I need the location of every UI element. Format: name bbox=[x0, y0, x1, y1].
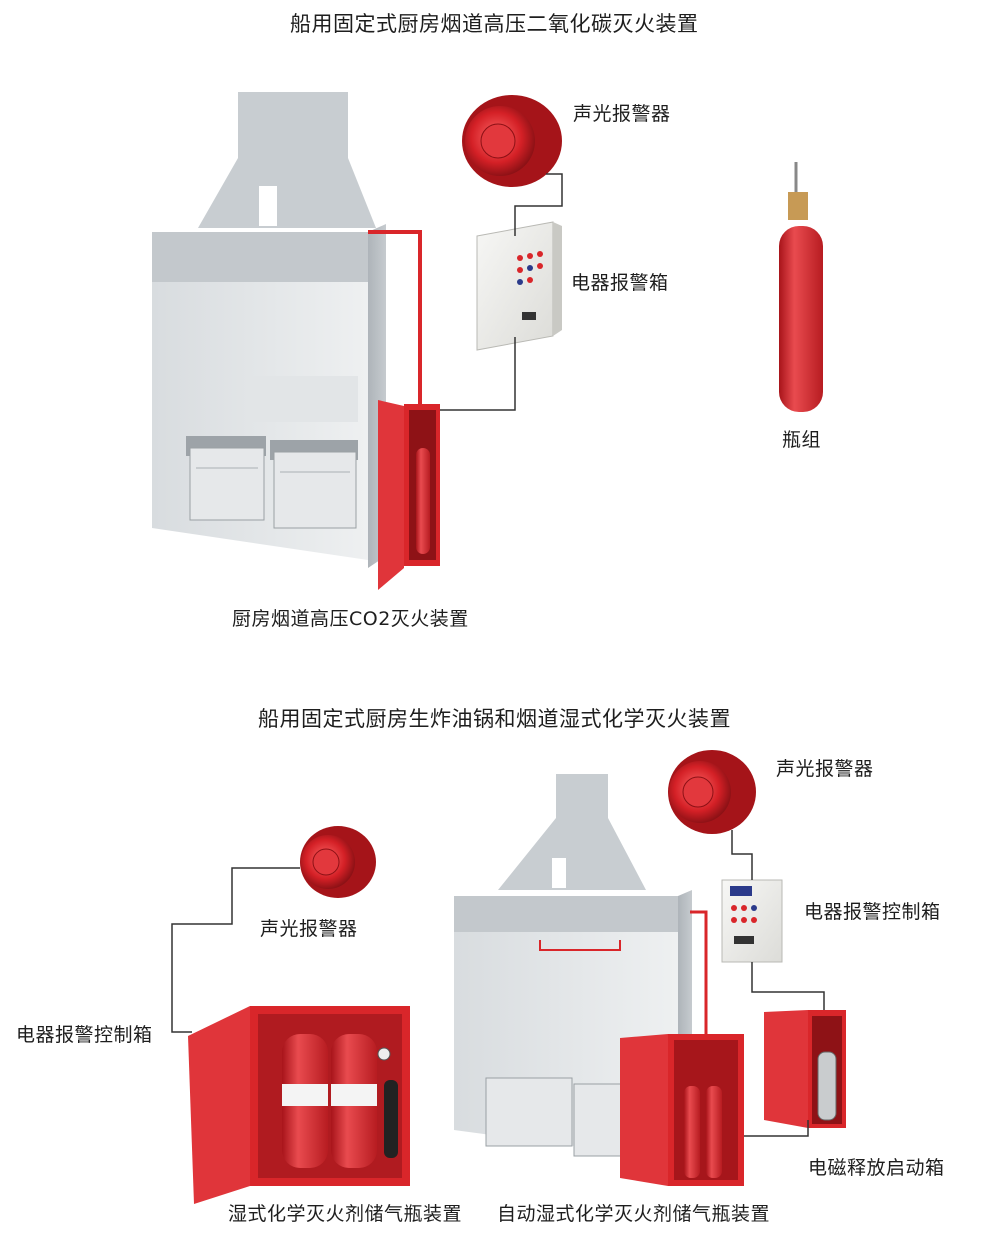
wire-alarm-to-box-2 bbox=[731, 830, 753, 880]
cylinder-valve bbox=[788, 192, 808, 220]
wire-box-to-cabinet-1 bbox=[440, 337, 516, 411]
section1-title: 船用固定式厨房烟道高压二氧化碳灭火装置 bbox=[290, 12, 699, 36]
pressure-gauge bbox=[377, 1047, 391, 1061]
co2-pipe bbox=[368, 230, 422, 404]
wet-cabinet-door bbox=[188, 1006, 250, 1204]
fryer-left bbox=[186, 436, 266, 521]
wire-box-to-solenoid bbox=[751, 962, 825, 1010]
solenoid-cylinder bbox=[817, 1051, 837, 1121]
section2-title: 船用固定式厨房生炸油锅和烟道湿式化学灭火装置 bbox=[258, 707, 731, 731]
solenoid-door bbox=[764, 1010, 808, 1128]
hood-band bbox=[152, 232, 368, 282]
wire-left-system bbox=[171, 867, 300, 1033]
co2-device-label: 厨房烟道高压CO2灭火装置 bbox=[232, 608, 469, 630]
cylinder-group-label: 瓶组 bbox=[782, 429, 822, 451]
electric-alarm-control-box bbox=[721, 879, 783, 963]
driver-cylinder bbox=[384, 1080, 398, 1158]
auto-wet-cabinet-door bbox=[620, 1034, 668, 1186]
co2-cabinet-cylinder bbox=[416, 448, 430, 554]
chimney bbox=[198, 92, 376, 228]
electric-alarm-box-label: 电器报警箱 bbox=[571, 272, 669, 294]
hood-band-2 bbox=[454, 896, 678, 932]
alarm-label-left: 声光报警器 bbox=[260, 918, 358, 940]
co2-hood-assembly bbox=[152, 92, 440, 590]
solenoid-release-box bbox=[764, 1010, 846, 1128]
control-box-label-right: 电器报警控制箱 bbox=[804, 901, 941, 923]
auto-wet-storage-cabinet bbox=[620, 1034, 744, 1186]
alarm-bell-left bbox=[300, 826, 376, 898]
solenoid-box-label: 电磁释放启动箱 bbox=[808, 1157, 945, 1179]
auto-wet-storage-label: 自动湿式化学灭火剂储气瓶装置 bbox=[497, 1203, 771, 1225]
alarm-bell-right bbox=[668, 750, 756, 834]
alarm-label-1: 声光报警器 bbox=[573, 103, 671, 125]
wire-solenoid-to-cabinet bbox=[744, 1120, 809, 1137]
back-splash bbox=[248, 376, 358, 422]
alarm-bell-1 bbox=[462, 95, 562, 187]
alarm-label-right: 声光报警器 bbox=[776, 758, 874, 780]
fryer-2-left bbox=[485, 1077, 573, 1147]
co2-cylinder-group bbox=[779, 162, 823, 412]
wire-alarm-to-box-1 bbox=[514, 173, 563, 236]
electric-alarm-box bbox=[476, 221, 562, 351]
chimney-2 bbox=[498, 774, 646, 890]
wet-storage-label: 湿式化学灭火剂储气瓶装置 bbox=[228, 1203, 463, 1225]
co2-cylinder bbox=[779, 226, 823, 412]
wet-storage-cabinet bbox=[188, 1006, 410, 1204]
fryer-right bbox=[270, 440, 358, 529]
chimney-opening bbox=[259, 186, 277, 226]
co2-cabinet-door bbox=[378, 400, 404, 590]
control-box-label-left: 电器报警控制箱 bbox=[16, 1024, 153, 1046]
co2-cabinet bbox=[378, 400, 440, 590]
